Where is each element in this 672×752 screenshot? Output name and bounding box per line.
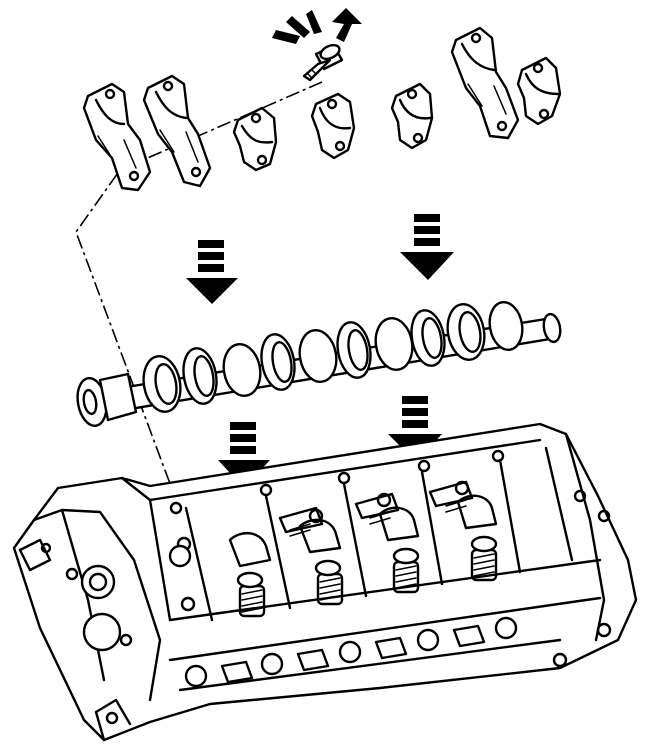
- cam-journal: [298, 329, 338, 383]
- cam-lobe: [182, 347, 218, 405]
- front-bore: [80, 564, 116, 600]
- front-bore: [82, 612, 122, 652]
- down-arrow-1: [186, 240, 238, 304]
- cam-lobe: [446, 303, 486, 361]
- bearing-cap-6: [450, 26, 520, 140]
- down-arrow-2: [400, 214, 454, 280]
- cylinder-head: [12, 422, 638, 742]
- cam-lobe: [260, 333, 296, 391]
- port-row: [184, 616, 518, 688]
- bearing-cap-4: [310, 92, 356, 160]
- bearing-cap-2: [142, 74, 212, 188]
- bolt-removal-arrow: [272, 8, 362, 44]
- cam-journal: [488, 301, 524, 351]
- bearing-cap-1: [82, 82, 152, 192]
- bearing-cap-5: [390, 82, 434, 150]
- bolt: [302, 43, 344, 82]
- cam-lobe: [336, 321, 372, 379]
- alignment-line: [75, 81, 323, 506]
- bearing-cap-7: [516, 56, 562, 126]
- cam-lobe: [410, 309, 446, 367]
- bearing-cap-3: [232, 106, 278, 172]
- cam-journal: [222, 343, 262, 397]
- camshaft: [76, 301, 562, 427]
- cam-lobe: [142, 355, 182, 413]
